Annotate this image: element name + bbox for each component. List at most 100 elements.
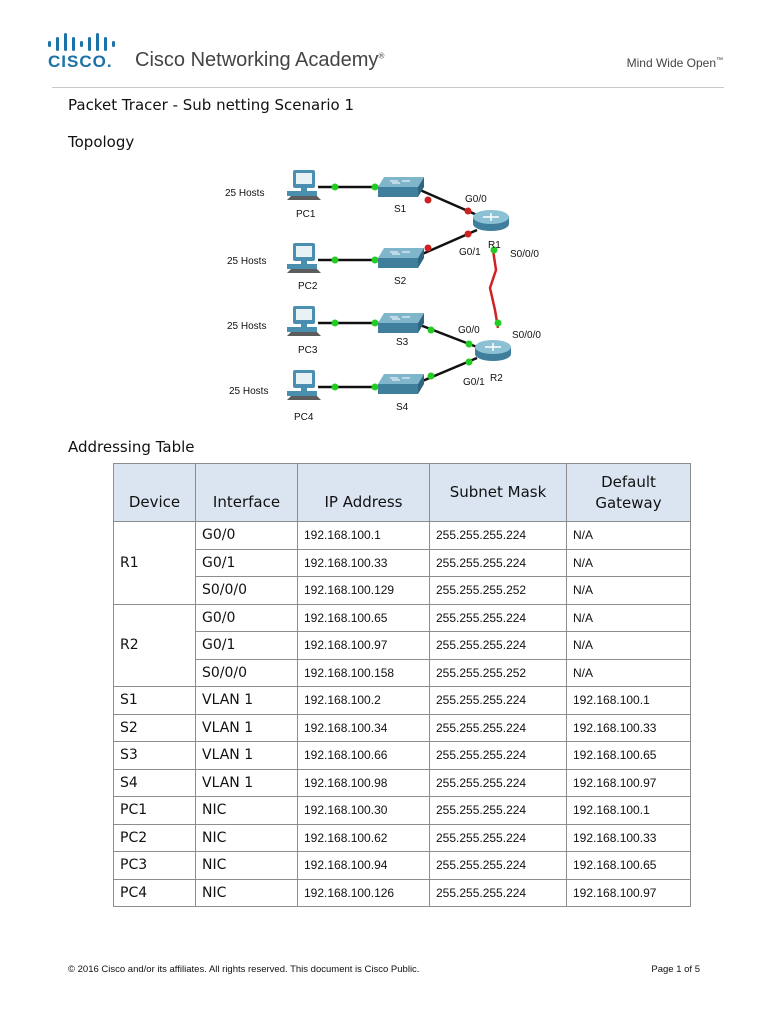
cell-interface: G0/1: [195, 631, 298, 660]
document-title: Packet Tracer - Sub netting Scenario 1: [68, 96, 355, 114]
academy-name: Cisco Networking Academy: [135, 49, 379, 71]
pc2-label: PC2: [298, 281, 318, 292]
cell-subnet-mask: 255.255.255.224: [429, 548, 567, 577]
s3-label: S3: [396, 337, 409, 348]
r1-s000-label: S0/0/0: [510, 249, 539, 260]
cell-subnet-mask: 255.255.255.224: [429, 878, 567, 907]
cell-default-gateway: 192.168.100.65: [566, 851, 691, 880]
r2-label: R2: [490, 373, 503, 384]
cell-subnet-mask: 255.255.255.224: [429, 823, 567, 852]
cell-ip-address: 192.168.100.2: [297, 686, 430, 715]
cell-default-gateway: 192.168.100.1: [566, 796, 691, 825]
tagline: Mind Wide Open™: [627, 56, 723, 70]
cell-subnet-mask: 255.255.255.224: [429, 851, 567, 880]
cell-device: PC4: [113, 878, 196, 907]
cell-interface: NIC: [195, 796, 298, 825]
addressing-table: Device Interface IP Address Subnet Mask …: [113, 463, 691, 907]
cell-subnet-mask: 255.255.255.224: [429, 603, 567, 632]
r2-s000-label: S0/0/0: [512, 330, 541, 341]
footer-copyright: © 2016 Cisco and/or its affiliates. All …: [68, 964, 420, 975]
cell-subnet-mask: 255.255.255.224: [429, 741, 567, 770]
serial-link: [488, 249, 500, 329]
cell-interface: NIC: [195, 823, 298, 852]
table-header-row: Device Interface IP Address Subnet Mask …: [113, 463, 691, 522]
cell-ip-address: 192.168.100.33: [297, 548, 430, 577]
cell-ip-address: 192.168.100.129: [297, 576, 430, 605]
registered-mark: ®: [378, 51, 385, 61]
cell-ip-address: 192.168.100.66: [297, 741, 430, 770]
cell-default-gateway: N/A: [566, 548, 691, 577]
cell-device: R2: [113, 603, 196, 687]
cell-default-gateway: 192.168.100.1: [566, 686, 691, 715]
footer-page-number: Page 1 of 5: [651, 964, 700, 975]
cell-subnet-mask: 255.255.255.252: [429, 658, 567, 687]
r2-g01-label: G0/1: [463, 377, 485, 388]
cell-subnet-mask: 255.255.255.224: [429, 521, 567, 550]
pc4-label: PC4: [294, 412, 314, 423]
r2-g00-label: G0/0: [458, 325, 480, 336]
cell-ip-address: 192.168.100.158: [297, 658, 430, 687]
link-lights: [331, 183, 502, 391]
r1-label: R1: [488, 240, 501, 251]
cell-default-gateway: N/A: [566, 521, 691, 550]
s2-icon: [377, 247, 425, 269]
s1-icon: [377, 176, 425, 198]
cell-ip-address: 192.168.100.34: [297, 713, 430, 742]
page-header: CISCO. Cisco Networking Academy® Mind Wi…: [0, 0, 768, 84]
s3-icon: [377, 312, 425, 334]
tagline-text: Mind Wide Open: [626, 56, 716, 70]
cell-device: S3: [113, 741, 196, 770]
cell-default-gateway: N/A: [566, 603, 691, 632]
cell-ip-address: 192.168.100.62: [297, 823, 430, 852]
cell-interface: G0/0: [195, 603, 298, 632]
col-header-interface: Interface: [195, 463, 298, 522]
topology-heading: Topology: [68, 133, 135, 151]
cell-default-gateway: N/A: [566, 631, 691, 660]
cisco-logo-icon: [48, 33, 115, 51]
cell-ip-address: 192.168.100.98: [297, 768, 430, 797]
addressing-heading: Addressing Table: [68, 438, 195, 456]
trademark-mark: ™: [716, 57, 723, 64]
cell-subnet-mask: 255.255.255.224: [429, 713, 567, 742]
pc1-icon: [287, 170, 321, 200]
cell-device: R1: [113, 521, 196, 605]
s1-label: S1: [394, 204, 407, 215]
cell-interface: S0/0/0: [195, 576, 298, 605]
cell-ip-address: 192.168.100.94: [297, 851, 430, 880]
cell-device: PC3: [113, 851, 196, 880]
cell-default-gateway: 192.168.100.33: [566, 713, 691, 742]
cell-interface: NIC: [195, 878, 298, 907]
s4-icon: [377, 373, 425, 395]
pc2-icon: [287, 243, 321, 273]
hosts-label-3: 25 Hosts: [227, 321, 266, 332]
cell-device: S2: [113, 713, 196, 742]
cell-subnet-mask: 255.255.255.224: [429, 686, 567, 715]
topology-links: [318, 185, 478, 389]
cell-device: PC1: [113, 796, 196, 825]
r1-g01-label: G0/1: [459, 247, 481, 258]
r1-g00-label: G0/0: [465, 194, 487, 205]
cell-subnet-mask: 255.255.255.252: [429, 576, 567, 605]
cell-default-gateway: N/A: [566, 658, 691, 687]
pc3-label: PC3: [298, 345, 318, 356]
cell-subnet-mask: 255.255.255.224: [429, 768, 567, 797]
cell-device: S4: [113, 768, 196, 797]
cell-interface: G0/1: [195, 548, 298, 577]
cisco-logo-text: CISCO.: [48, 52, 113, 71]
cell-subnet-mask: 255.255.255.224: [429, 796, 567, 825]
pc1-label: PC1: [296, 209, 316, 220]
cell-interface: NIC: [195, 851, 298, 880]
